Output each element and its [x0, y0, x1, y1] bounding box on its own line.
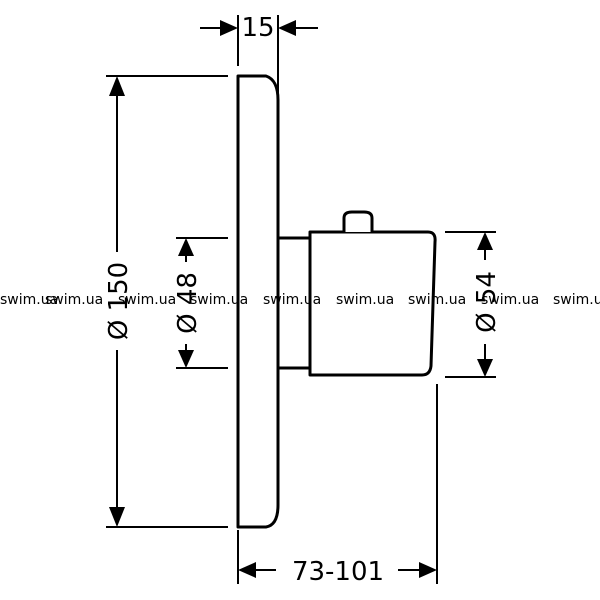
- dim-label-73-101: 73-101: [292, 557, 384, 587]
- watermark: swim.ua: [118, 292, 176, 308]
- dimension-neck: Ø 48: [173, 237, 228, 369]
- watermark: swim.ua: [263, 292, 321, 308]
- watermark: swim.ua: [190, 292, 248, 308]
- watermark: swim.ua: [408, 292, 466, 308]
- dimension-plate: Ø 150: [104, 75, 228, 528]
- mixer-outline: [236, 74, 437, 529]
- watermark: swim.ua: [336, 292, 394, 308]
- watermark: swim.ua: [481, 292, 539, 308]
- dimension-bottom: 73-101: [237, 384, 438, 587]
- watermark: swim.ua: [0, 292, 58, 308]
- handle-knob: [342, 210, 374, 232]
- watermark-row: swim.ua swim.ua swim.ua swim.ua swim.ua …: [0, 292, 600, 308]
- dim-label-150: Ø 150: [104, 262, 134, 340]
- dim-label-54: Ø 54: [472, 271, 502, 333]
- wall-plate: [236, 74, 280, 529]
- dim-label-15: 15: [241, 13, 274, 43]
- dimension-top: 15: [200, 13, 318, 104]
- watermark: swim.ua: [45, 292, 103, 308]
- dimension-handle: Ø 54: [445, 231, 502, 378]
- dim-label-48: Ø 48: [173, 272, 203, 334]
- watermark: swim.ua: [553, 292, 600, 308]
- handle: [308, 230, 437, 377]
